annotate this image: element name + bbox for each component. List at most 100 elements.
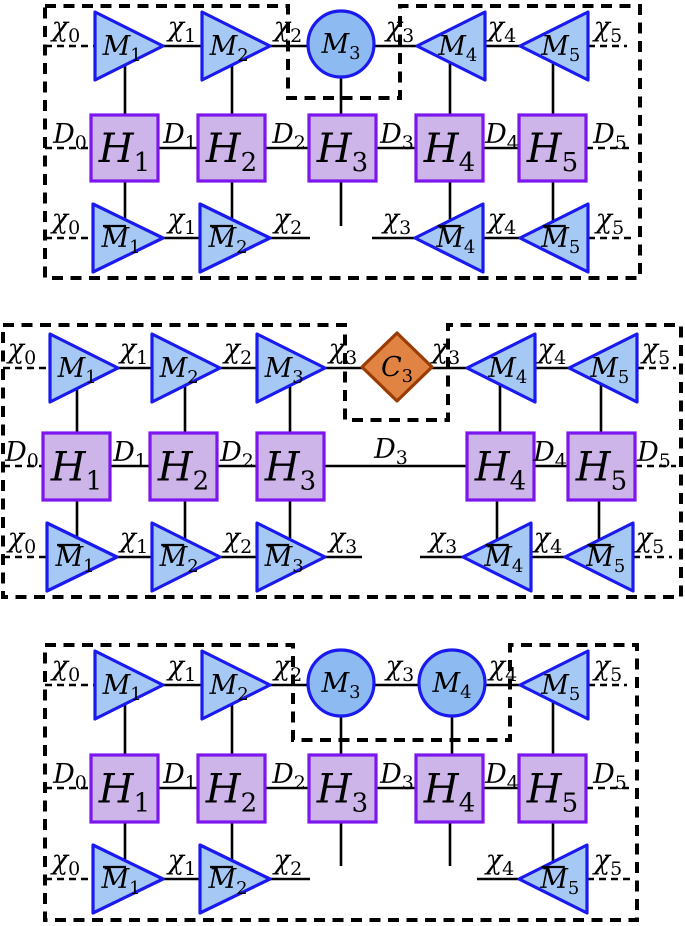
tensor-M5-bar [517, 843, 589, 915]
bond-label-D0: D0 [52, 759, 87, 794]
tensor-M5-label: M5 [589, 353, 629, 388]
bond-label-chi4-top: χ4 [486, 12, 516, 47]
bond-label-chi1-bottom: χ1 [166, 845, 196, 880]
bond-label-chi2-top: χ2 [272, 12, 302, 47]
center-tensor-M4-label: M4 [431, 668, 471, 703]
bond-label-D0: D0 [4, 437, 39, 472]
mpo-H5-label: H5 [575, 445, 627, 497]
bond-label-chi4-bottom: χ4 [486, 204, 516, 239]
tensor-M5 [518, 649, 590, 721]
bond-label-D1: D1 [162, 759, 197, 794]
mpo-H3-label: H3 [316, 767, 368, 819]
tensor-M2-bar-label: M2 [207, 223, 247, 258]
bond-label-chi4-bottom: χ4 [484, 845, 514, 880]
mpo-H1 [89, 753, 160, 824]
tensor-M2 [200, 10, 272, 82]
bond-label-chi2-bottom: χ2 [222, 523, 252, 558]
tensor-M1 [93, 649, 165, 721]
tensor-M3-label: M3 [264, 353, 304, 388]
bond-label-chi1-top: χ1 [118, 334, 148, 369]
tensor-M5-bar-label: M5 [540, 223, 580, 258]
bond-label-chi0-bottom: χ0 [50, 204, 80, 239]
bond-label-D2: D2 [219, 437, 254, 472]
bond-label-chi4-top: χ4 [536, 334, 566, 369]
mpo-H4-label: H4 [423, 767, 475, 819]
tensor-M2-bar [150, 521, 222, 593]
tensor-M2-bar-label: M2 [207, 864, 247, 899]
mpo-H4-label: H4 [474, 445, 526, 497]
mpo-H1 [41, 431, 112, 502]
bond-label-D4: D4 [484, 759, 519, 794]
mpo-H4 [414, 113, 485, 183]
bond-label-chi3-left: χ3 [327, 334, 357, 369]
tensor-M1-bar-label: M1 [54, 542, 94, 577]
mpo-H1-label: H1 [50, 445, 102, 497]
tensor-M2-bar-label: M2 [159, 542, 199, 577]
bond-label-chi2-bottom: χ2 [272, 845, 302, 880]
tensor-M4-bar-label: M4 [435, 223, 475, 258]
tensor-M4-label: M4 [487, 353, 527, 388]
bond-label-chi1-bottom: χ1 [166, 204, 196, 239]
mpo-H3-label: H3 [264, 445, 316, 497]
bond-label-chi3-right: χ3 [430, 334, 460, 369]
center-tensor-C3 [360, 331, 434, 403]
mpo-H5-label: H5 [526, 767, 578, 819]
bond-label-D0: D0 [52, 119, 87, 154]
tensor-M5-bar-label: M5 [539, 864, 579, 899]
bond-label-chi4-bottom: χ4 [532, 523, 562, 558]
tensor-M2 [150, 332, 222, 404]
tensor-M1-label: M1 [102, 670, 142, 705]
bond-label-chi5-top: χ5 [592, 651, 622, 686]
bond-label-chi0-top: χ0 [50, 12, 80, 47]
bond-label-D2: D2 [271, 759, 306, 794]
dashed-boundary [43, 643, 639, 922]
bond-label-chi3-bottom-left: χ3 [327, 523, 357, 558]
mpo-H2 [148, 431, 219, 502]
bond-label-chi5-top: χ5 [592, 12, 622, 47]
bond-label-chi5-top: χ5 [640, 334, 670, 369]
tensor-M2-bar [198, 843, 272, 915]
bond-label-D1: D1 [112, 437, 147, 472]
bond-label-D5: D5 [592, 119, 627, 154]
tensor-M5-label: M5 [540, 670, 580, 705]
bond-label-chi5-bottom: χ5 [592, 845, 622, 880]
tensor-M4-bar [413, 202, 485, 274]
tensor-M3 [255, 332, 327, 404]
tensor-M3-bar-label: M3 [264, 542, 304, 577]
tensor-M4-bar [461, 521, 533, 593]
mpo-H1-label: H1 [98, 126, 150, 178]
bond-label-chi3-top: χ3 [384, 12, 414, 47]
dashed-boundary [1, 323, 683, 599]
tensor-M5-bar [518, 202, 590, 274]
bond-label-chi0-bottom: χ0 [6, 523, 36, 558]
tensor-M1 [48, 332, 120, 404]
bond-label-chi2-top: χ2 [272, 651, 302, 686]
mpo-H5-label: H5 [526, 126, 578, 178]
tensor-M1-bar [91, 202, 165, 274]
tensor-M4 [465, 332, 537, 404]
mpo-H2-label: H2 [205, 126, 257, 178]
tensor-M2-label: M2 [159, 353, 199, 388]
bond-label-chi0-bottom: χ0 [50, 845, 80, 880]
bond-label-D3: D3 [379, 759, 414, 794]
mpo-H4 [414, 753, 485, 824]
bond-label-D5: D5 [592, 759, 627, 794]
bond-label-D2: D2 [271, 119, 306, 154]
tensor-M1 [93, 10, 165, 82]
tensor-M1-bar [45, 521, 119, 593]
mpo-H3 [307, 753, 378, 824]
bond-label-chi3-bottom: χ3 [381, 204, 411, 239]
bond-label-chi0-top: χ0 [6, 334, 36, 369]
dashed-boundary [43, 4, 642, 280]
mpo-H2-label: H2 [157, 445, 209, 497]
center-tensor-M3-label: M3 [320, 29, 360, 64]
center-tensor-M4 [417, 648, 487, 718]
mpo-H2 [196, 753, 267, 824]
bond-label-chi2-top: χ2 [222, 334, 252, 369]
tensor-M1-bar-label: M1 [100, 864, 140, 899]
tensor-M5-bar [563, 521, 635, 593]
